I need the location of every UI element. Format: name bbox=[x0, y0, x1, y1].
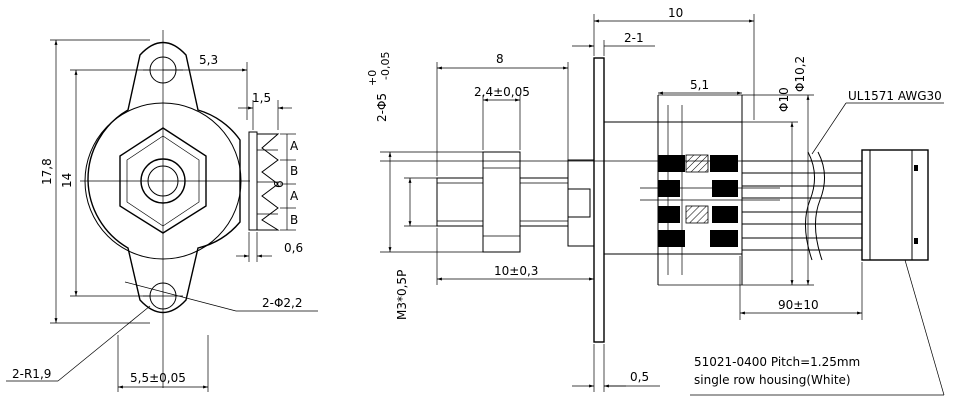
label-a-1: A bbox=[290, 139, 299, 153]
connector-housing bbox=[861, 149, 929, 261]
dim-2-phi-2-2: 2-Φ2,2 bbox=[262, 296, 303, 310]
dim-90: 90±10 bbox=[778, 298, 819, 312]
dim-m3: M3*0,5P bbox=[395, 270, 409, 320]
housing-note-line1: 51021-0400 Pitch=1.25mm bbox=[694, 355, 860, 369]
dim-17-8: 17,8 bbox=[40, 158, 54, 185]
dim-0-5: 0,5 bbox=[630, 370, 649, 384]
dim-14: 14 bbox=[60, 173, 74, 188]
dim-5-3: 5,3 bbox=[199, 53, 218, 67]
dim-phi-10: Φ10 bbox=[777, 87, 791, 112]
dim-1-5: 1,5 bbox=[252, 91, 271, 105]
side-view: 8 2,4±0,05 2-Φ5 +0 -0,05 M3*0,5P 10±0,3 … bbox=[366, 6, 945, 396]
housing-note-line2: single row housing(White) bbox=[694, 373, 851, 387]
flange-outline bbox=[87, 41, 241, 314]
dim-0-6: 0,6 bbox=[284, 241, 303, 255]
dim-2-r1-9: 2-R1,9 bbox=[12, 367, 51, 381]
dim-6: 6 bbox=[272, 180, 286, 188]
wire-spec-note: UL1571 AWG30 bbox=[848, 89, 942, 103]
dim-2-1: 2-1 bbox=[624, 31, 644, 45]
terminal-teeth bbox=[257, 133, 280, 231]
label-b-2: B bbox=[290, 213, 298, 227]
dim-phi5-tol-dn: -0,05 bbox=[379, 52, 392, 80]
side-nut bbox=[482, 151, 521, 253]
dim-phi5-tol-up: +0 bbox=[366, 70, 379, 86]
dim-2-phi-5: 2-Φ5 bbox=[375, 93, 389, 122]
dim-phi-10-2: Φ10,2 bbox=[793, 56, 807, 92]
front-view: 17,8 14 5,3 1,5 A B A B 6 0,6 bbox=[6, 30, 318, 392]
dim-8: 8 bbox=[496, 52, 504, 66]
dim-2-4: 2,4±0,05 bbox=[474, 85, 530, 99]
dim-10: 10 bbox=[668, 6, 683, 20]
dim-5-1: 5,1 bbox=[690, 78, 709, 92]
label-a-2: A bbox=[290, 189, 299, 203]
dim-10-0-3: 10±0,3 bbox=[494, 264, 538, 278]
flange-plate bbox=[593, 57, 605, 343]
threaded-shaft bbox=[436, 177, 484, 227]
dim-5-5: 5,5±0,05 bbox=[130, 371, 186, 385]
label-b-1: B bbox=[290, 164, 298, 178]
